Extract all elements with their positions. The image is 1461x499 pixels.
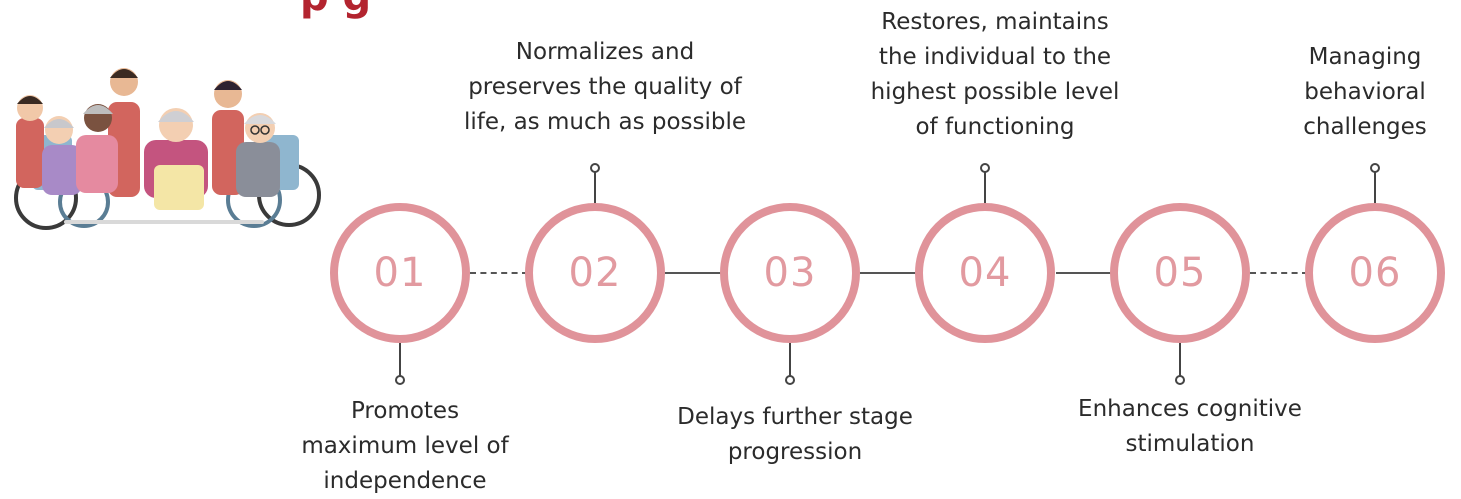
- connector-stem: [1179, 343, 1181, 377]
- connector-stem: [1374, 169, 1376, 203]
- step-circle: 01: [330, 203, 470, 343]
- connector-dot: [590, 163, 600, 173]
- step-04: 04: [915, 163, 1055, 343]
- connector-04-05: [1056, 272, 1114, 274]
- step-05: 05: [1110, 203, 1250, 385]
- connector-05-06: [1250, 272, 1308, 274]
- connector-dot: [395, 375, 405, 385]
- step-03-label: Delays further stage progression: [677, 404, 913, 465]
- step-circle: 06: [1305, 203, 1445, 343]
- connector-stem: [984, 169, 986, 203]
- step-02: 02: [525, 163, 665, 343]
- step-circle: 05: [1110, 203, 1250, 343]
- step-01-label: Promotes maximum level of independence: [301, 398, 509, 494]
- connector-01-02: [470, 272, 528, 274]
- step-06-label: Managing behavioral challenges: [1303, 44, 1427, 140]
- step-03: 03: [720, 203, 860, 385]
- connector-stem: [594, 169, 596, 203]
- step-05-label: Enhances cognitive stimulation: [1078, 396, 1302, 457]
- page-title-fragment: p g: [300, 0, 371, 20]
- connector-stem: [789, 343, 791, 377]
- connector-03-04: [860, 272, 918, 274]
- caregivers-elderly-illustration: [14, 68, 321, 230]
- step-circle: 02: [525, 203, 665, 343]
- step-circle: 04: [915, 203, 1055, 343]
- step-number: 01: [373, 250, 427, 296]
- step-number: 03: [763, 250, 817, 296]
- step-number: 02: [568, 250, 622, 296]
- connector-02-03: [665, 272, 723, 274]
- step-number: 06: [1348, 250, 1402, 296]
- connector-dot: [1175, 375, 1185, 385]
- step-number: 05: [1153, 250, 1207, 296]
- connector-dot: [980, 163, 990, 173]
- connector-dot: [785, 375, 795, 385]
- connector-dot: [1370, 163, 1380, 173]
- step-01: 01: [330, 203, 470, 385]
- step-number: 04: [958, 250, 1012, 296]
- step-circle: 03: [720, 203, 860, 343]
- connector-stem: [399, 343, 401, 377]
- step-04-label: Restores, maintains the individual to th…: [870, 9, 1120, 140]
- step-02-label: Normalizes and preserves the quality of …: [463, 39, 747, 135]
- step-06: 06: [1305, 163, 1445, 343]
